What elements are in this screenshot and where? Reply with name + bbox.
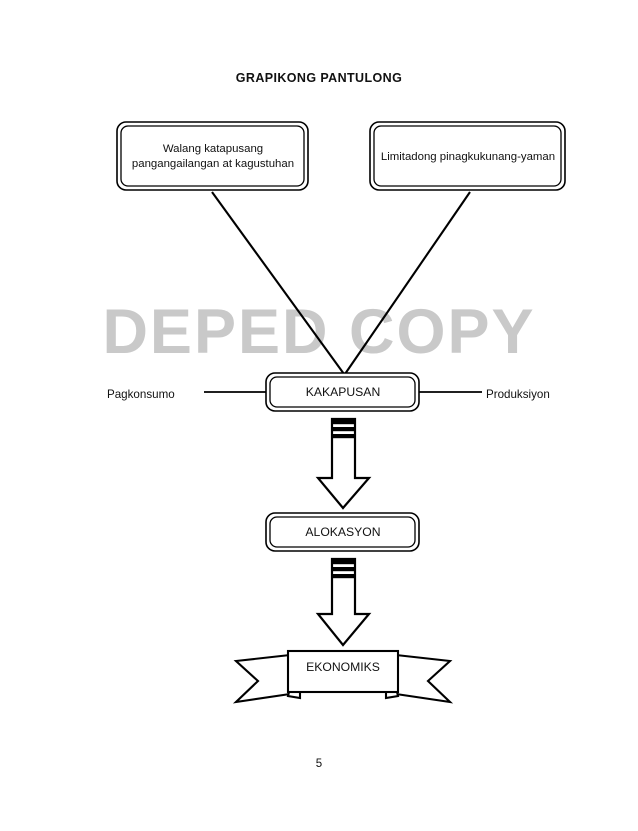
top-left-box-label: Walang katapusang pangangailangan at kag… [131, 143, 295, 171]
top-left-box-shape [116, 121, 309, 191]
connector-diagonal-left [211, 191, 345, 375]
connector-diagonal-right [344, 191, 471, 375]
side-label-produksiyon: Produksiyon [486, 388, 550, 401]
side-label-pagkonsumo: Pagkonsumo [107, 388, 175, 401]
kakapusan-box-shape [265, 372, 420, 412]
arrow-kakapusan-to-alokasyon [315, 417, 372, 510]
top-right-box-shape [369, 121, 566, 191]
page-number: 5 [315, 758, 323, 770]
page-title: GRAPIKONG PANTULONG [235, 71, 403, 85]
kakapusan-box-label: KAKAPUSAN [305, 385, 381, 399]
deped-copy-watermark: DEPED COPY [102, 297, 536, 367]
ekonomiks-banner-label: EKONOMIKS [306, 660, 380, 674]
alokasyon-box-shape [265, 512, 420, 552]
alokasyon-box-label: ALOKASYON [305, 525, 381, 539]
arrow-alokasyon-to-ekonomiks [315, 557, 372, 647]
top-right-box-label: Limitadong pinagkukunang-yaman [380, 151, 556, 163]
ekonomiks-banner-shape [232, 649, 454, 704]
